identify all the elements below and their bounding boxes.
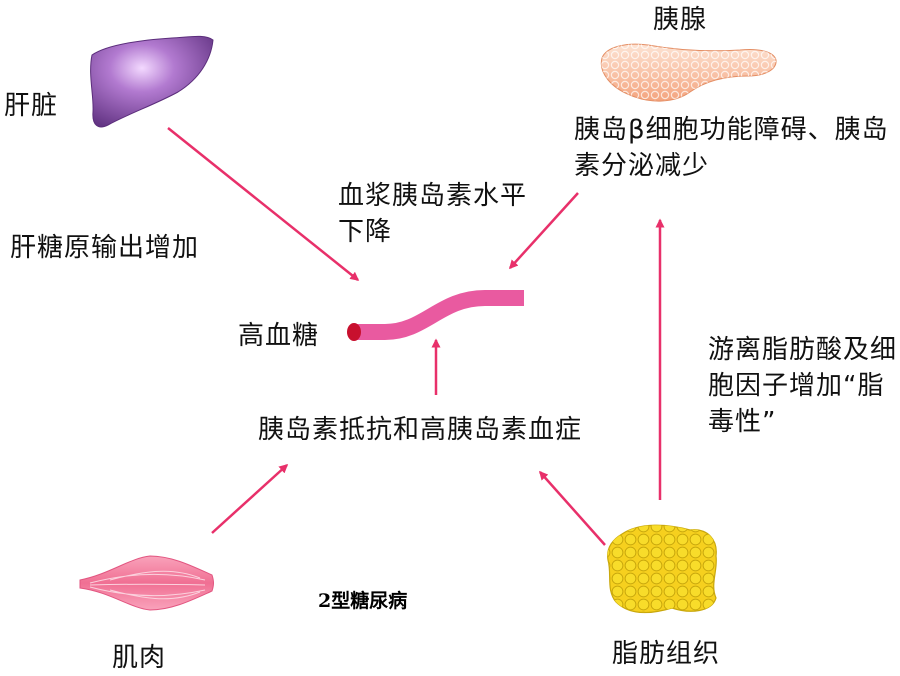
insulin-resistance-label: 胰岛素抵抗和高胰岛素血症 xyxy=(258,415,583,445)
plasma-insulin-drop-label: 血浆胰岛素水平下降 xyxy=(338,181,528,247)
blood-vessel-icon xyxy=(347,290,524,341)
adipose-label: 脂肪组织 xyxy=(612,639,721,669)
diagram-caption: 2型糖尿病 xyxy=(318,590,408,612)
adipose-tissue-icon xyxy=(607,524,717,614)
pancreas-organ-icon xyxy=(600,43,777,102)
arrow-muscle-to-resistance xyxy=(211,463,289,534)
hyperglycemia-label: 高血糖 xyxy=(238,321,320,351)
pancreas-label: 胰腺 xyxy=(653,5,708,35)
hepatic-glycogen-output-label: 肝糖原输出增加 xyxy=(10,233,200,263)
arrow-liver-to-hyperglycemia xyxy=(167,127,360,281)
beta-cell-dysfunction-label: 胰岛β细胞功能障碍、胰岛素分泌减少 xyxy=(574,115,889,181)
muscle-label: 肌肉 xyxy=(112,643,167,673)
ffa-cytokines-label: 游离脂肪酸及细胞因子增加“脂毒性” xyxy=(708,335,898,437)
muscle-tissue-icon xyxy=(79,555,214,611)
liver-label: 肝脏 xyxy=(4,91,59,121)
liver-organ-icon xyxy=(90,35,214,128)
arrow-pancreas-to-vessel xyxy=(508,192,579,270)
arrow-adipose-to-resistance xyxy=(539,470,606,546)
